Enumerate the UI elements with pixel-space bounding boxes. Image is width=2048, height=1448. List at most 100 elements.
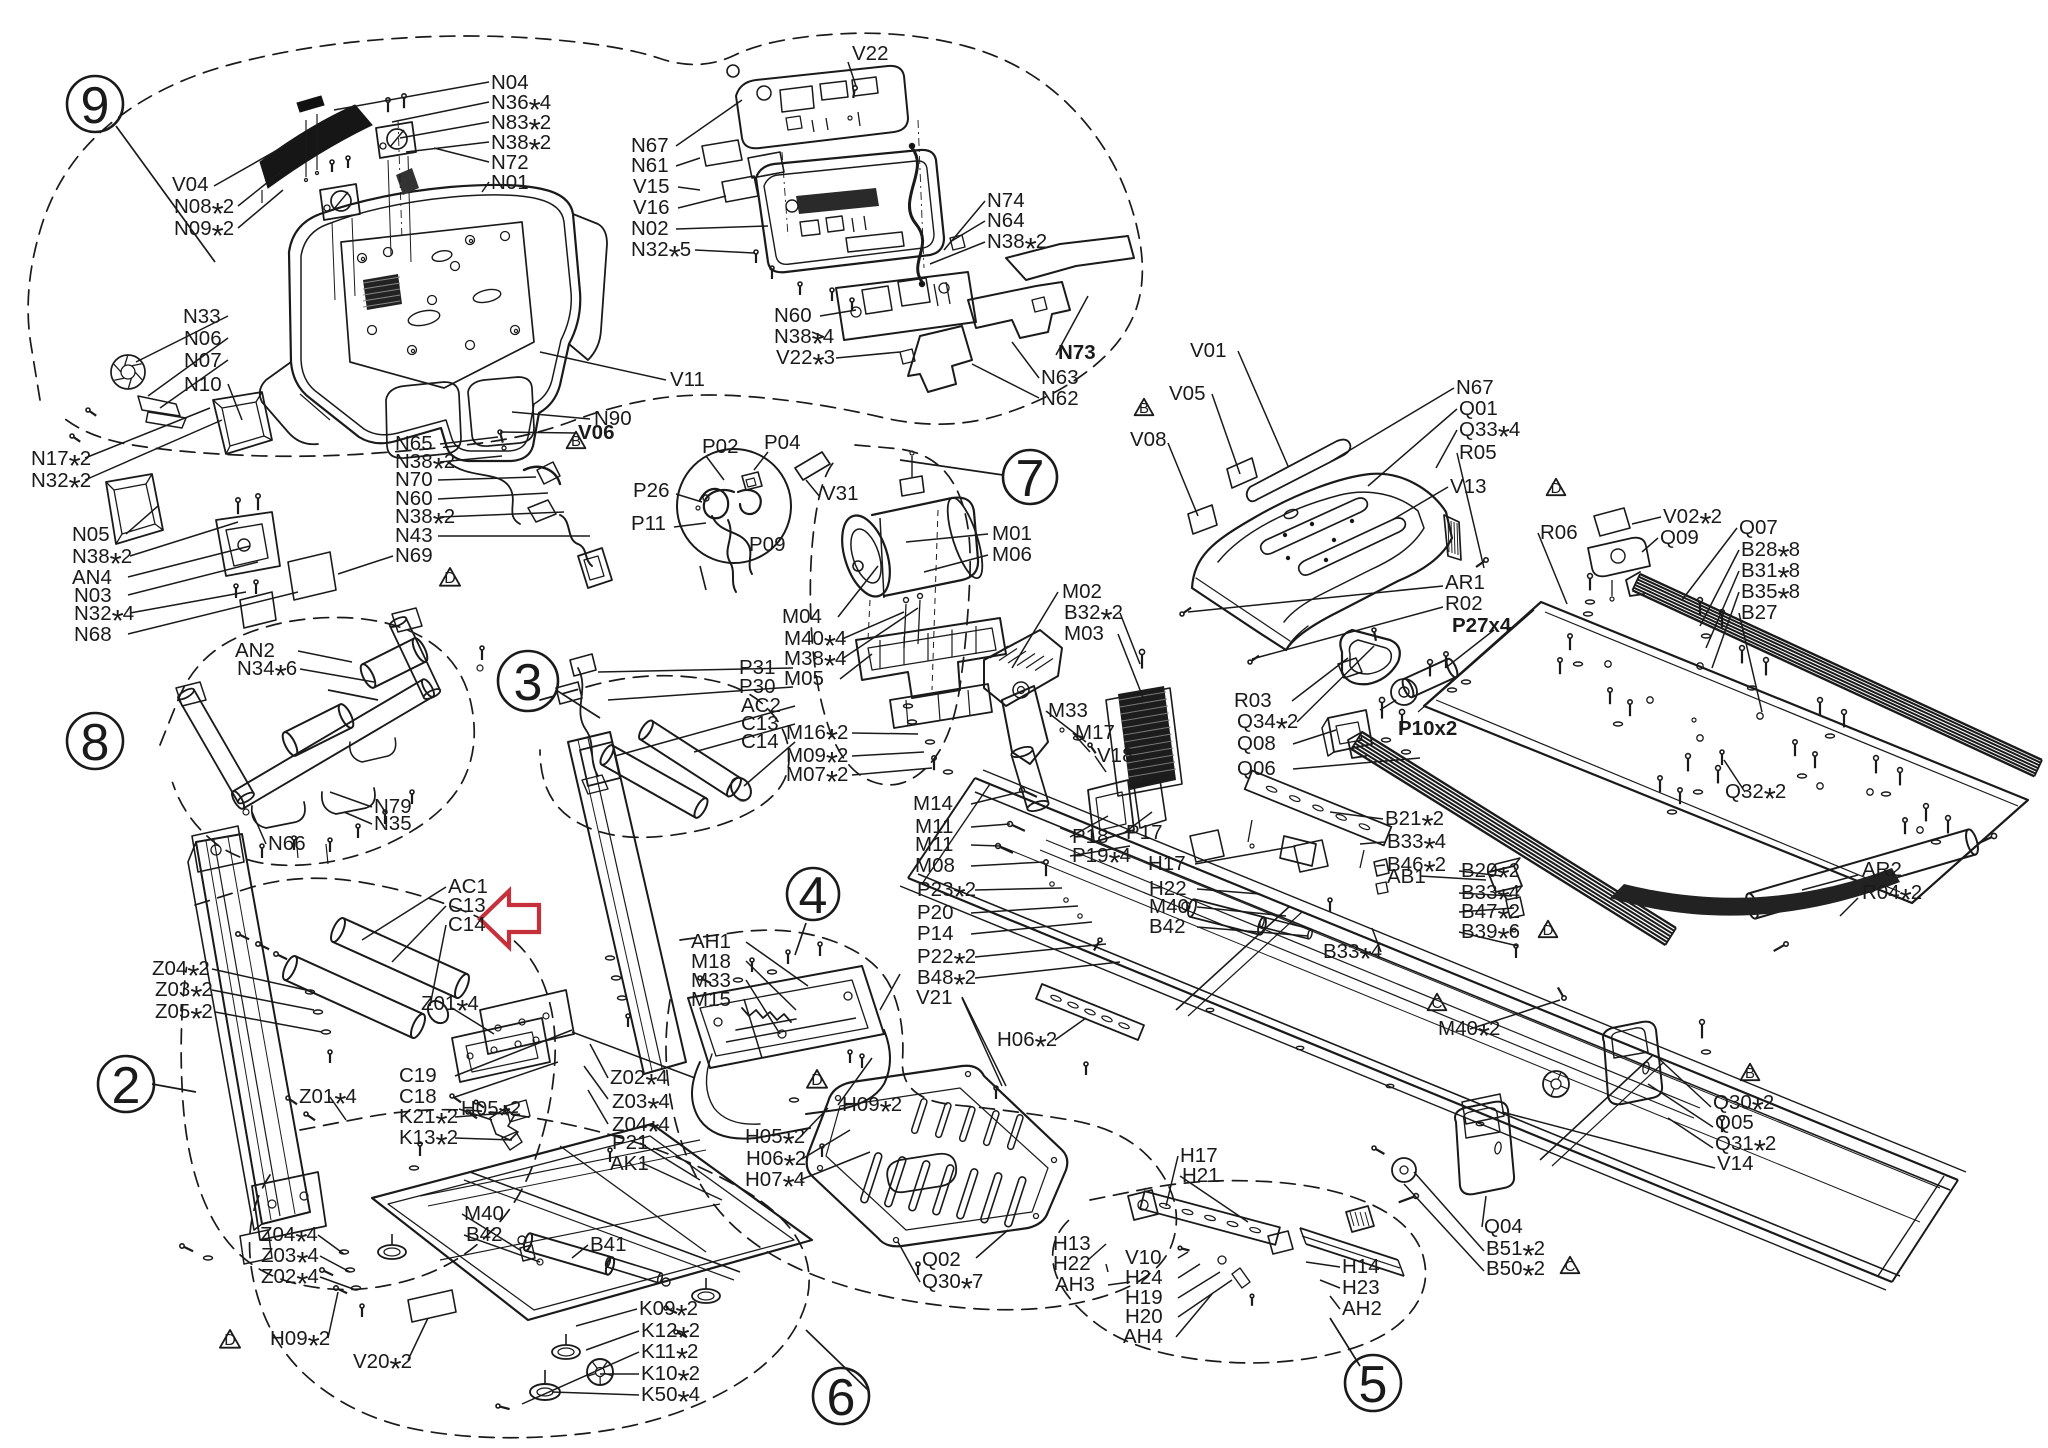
svg-text:H05*​2: H05*​2	[461, 1097, 521, 1133]
svg-text:B35*​8: B35*​8	[1741, 580, 1800, 616]
svg-text:V20*​2: V20*​2	[353, 1350, 412, 1386]
svg-text:Q05: Q05	[1715, 1111, 1754, 1134]
svg-text:N36*​4: N36*​4	[491, 91, 551, 127]
svg-text:B41: B41	[590, 1233, 626, 1256]
svg-text:N17*​2: N17*​2	[31, 447, 91, 483]
svg-text:P22*​2: P22*​2	[917, 945, 976, 981]
svg-text:6: 6	[827, 1369, 856, 1427]
svg-text:M02: M02	[1062, 580, 1102, 603]
svg-text:B50*​2: B50*​2	[1486, 1257, 1545, 1293]
svg-text:M38*​4: M38*​4	[784, 647, 846, 683]
svg-text:M17: M17	[1075, 721, 1115, 744]
svg-text:AH2: AH2	[1342, 1297, 1382, 1320]
svg-text:C13: C13	[741, 712, 779, 735]
svg-text:B48*​2: B48*​2	[917, 966, 976, 1002]
svg-text:B20*​2: B20*​2	[1461, 859, 1520, 895]
svg-text:V22*​3: V22*​3	[776, 346, 835, 382]
svg-text:B33*​4: B33*​4	[1387, 830, 1446, 866]
svg-text:H06*​2: H06*​2	[746, 1147, 806, 1183]
svg-text:C13: C13	[448, 894, 486, 917]
svg-text:K11*​2: K11*​2	[641, 1340, 698, 1376]
svg-text:Q30*​2: Q30*​2	[1713, 1091, 1774, 1127]
svg-text:Z01*​4: Z01*​4	[421, 992, 479, 1028]
svg-text:V13: V13	[1450, 475, 1486, 498]
svg-text:M03: M03	[1064, 622, 1104, 645]
svg-text:H19: H19	[1125, 1286, 1163, 1309]
svg-text:B46*​2: B46*​2	[1387, 853, 1446, 889]
svg-text:M40*​2: M40*​2	[1438, 1017, 1500, 1053]
svg-text:K10*​2: K10*​2	[641, 1362, 700, 1398]
svg-text:Q31*​2: Q31*​2	[1715, 1132, 1776, 1168]
svg-text:N60: N60	[774, 304, 812, 327]
svg-text:N68: N68	[74, 623, 112, 646]
svg-text:P10x2: P10x2	[1398, 717, 1457, 740]
svg-text:D: D	[224, 1332, 236, 1349]
svg-text:Z04*​2: Z04*​2	[152, 957, 210, 993]
svg-text:M06: M06	[992, 543, 1032, 566]
svg-text:N01: N01	[491, 171, 529, 194]
svg-text:V31: V31	[822, 482, 858, 505]
svg-text:V15: V15	[633, 175, 669, 198]
svg-text:N07: N07	[184, 349, 222, 372]
svg-text:N38*​2: N38*​2	[72, 545, 132, 581]
svg-text:C: C	[1565, 1258, 1576, 1275]
svg-text:M18: M18	[691, 950, 731, 973]
svg-text:AN4: AN4	[72, 566, 112, 589]
svg-text:K09*​2: K09*​2	[639, 1297, 698, 1333]
svg-text:M14: M14	[913, 792, 953, 815]
svg-text:B39*​6: B39*​6	[1461, 920, 1520, 956]
svg-text:N34*​6: N34*​6	[237, 657, 297, 693]
svg-text:Q09: Q09	[1660, 526, 1699, 549]
svg-text:P09: P09	[749, 533, 785, 556]
svg-text:B33*​4: B33*​4	[1461, 881, 1520, 917]
svg-text:P26: P26	[633, 479, 669, 502]
svg-text:C18: C18	[399, 1085, 437, 1108]
svg-text:B33*​4: B33*​4	[1323, 940, 1382, 976]
svg-text:V08: V08	[1130, 428, 1166, 451]
svg-text:Z02*​4: Z02*​4	[261, 1265, 319, 1301]
svg-text:H23: H23	[1342, 1276, 1380, 1299]
svg-text:8: 8	[81, 714, 110, 772]
svg-text:B51*​2: B51*​2	[1486, 1237, 1545, 1273]
svg-text:P31: P31	[739, 656, 775, 679]
svg-text:V06: V06	[578, 421, 614, 444]
svg-text:P14: P14	[917, 922, 953, 945]
svg-text:M09*​2: M09*​2	[786, 744, 848, 780]
svg-text:M33: M33	[691, 969, 731, 992]
svg-text:H13: H13	[1053, 1232, 1091, 1255]
svg-text:N05: N05	[72, 523, 110, 546]
svg-text:N38*​2: N38*​2	[987, 230, 1047, 266]
svg-text:R06: R06	[1540, 521, 1578, 544]
svg-text:N63: N63	[1041, 366, 1079, 389]
svg-text:H20: H20	[1125, 1305, 1163, 1328]
svg-text:M01: M01	[992, 522, 1032, 545]
svg-text:B42: B42	[1149, 915, 1185, 938]
svg-text:V10: V10	[1125, 1246, 1161, 1269]
svg-text:M40*​4: M40*​4	[784, 627, 846, 663]
svg-text:M05: M05	[784, 667, 824, 690]
svg-text:B31*​8: B31*​8	[1741, 559, 1800, 595]
svg-text:B27: B27	[1741, 601, 1777, 624]
svg-text:N38*​2: N38*​2	[491, 131, 551, 167]
svg-text:M40: M40	[464, 1202, 504, 1225]
svg-text:V21: V21	[916, 986, 952, 1009]
svg-text:M08: M08	[915, 854, 955, 877]
svg-text:H06*​2: H06*​2	[997, 1028, 1057, 1064]
svg-text:5: 5	[1359, 1356, 1388, 1414]
svg-text:P30: P30	[739, 675, 775, 698]
svg-text:C14: C14	[448, 913, 486, 936]
svg-text:C: C	[1432, 995, 1443, 1012]
svg-text:M11: M11	[915, 833, 953, 856]
svg-text:C14: C14	[741, 730, 779, 753]
svg-text:D: D	[1543, 922, 1554, 939]
svg-text:V01: V01	[1190, 339, 1226, 362]
svg-text:Q07: Q07	[1739, 516, 1778, 539]
svg-text:N02: N02	[631, 217, 669, 240]
svg-text:N83*​2: N83*​2	[491, 111, 551, 147]
svg-text:B32*​2: B32*​2	[1064, 601, 1123, 637]
svg-text:P23*​2: P23*​2	[917, 878, 976, 914]
svg-text:Q04: Q04	[1484, 1215, 1523, 1238]
svg-text:P11: P11	[631, 512, 666, 535]
svg-text:Q34*​2: Q34*​2	[1237, 710, 1298, 746]
svg-text:B28*​8: B28*​8	[1741, 538, 1800, 574]
